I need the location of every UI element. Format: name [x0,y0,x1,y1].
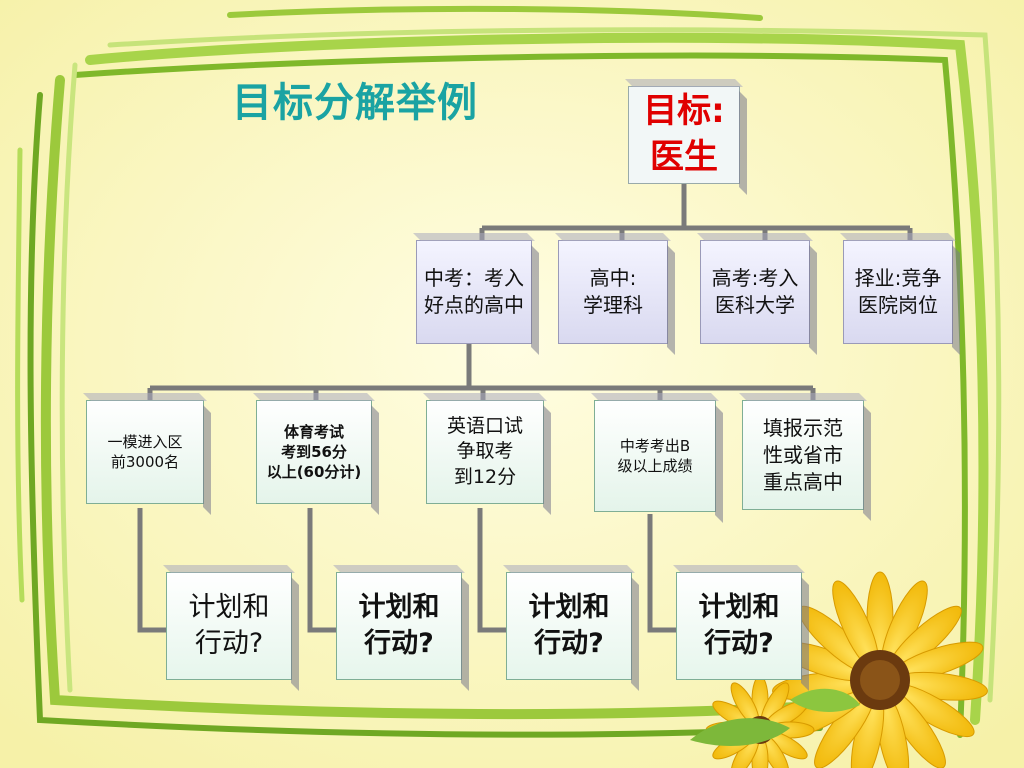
level2-box-yingyu: 英语口试争取考到12分 [426,400,544,504]
action-box-2: 计划和行动? [336,572,462,680]
level2-line2: 级以上成绩 [617,457,693,475]
page-title: 目标分解举例 [232,80,478,126]
action-line2: 行动? [194,628,264,659]
level2-line1: 体育考试 [283,422,344,441]
level2-box-zhongkao-b: 中考考出B 级以上成绩 [594,400,716,512]
level1-box-zeye: 择业:竞争医院岗位 [843,240,953,344]
level1-box-gaozhong: 高中: 学理科 [558,240,668,344]
goal-line2: 医生 [649,137,718,177]
action-line2: 行动? [364,628,434,659]
level2-box-tianbao: 填报示范性或省市重点高中 [742,400,864,510]
level1-line1: 高中: [589,266,637,290]
action-box-3: 计划和行动? [506,572,632,680]
level2-line3: 重点高中 [763,469,843,494]
level2-line1: 中考考出B [619,436,691,455]
level2-line2: 考到56分 [281,442,347,461]
level2-line1: 英语口试 [446,414,523,437]
level2-line1: 一模进入区 [107,432,183,451]
action-line2: 行动? [704,628,774,659]
level2-line3: 到12分 [453,465,517,488]
action-line2: 行动? [534,628,604,659]
action-line1: 计划和 [358,591,440,623]
level1-line2: 医院岗位 [858,293,938,317]
level1-line1: 高考:考入 [711,266,799,290]
level1-line2: 学理科 [583,293,643,317]
action-line1: 计划和 [188,591,270,623]
level1-line1: 择业:竞争 [854,266,942,290]
level2-box-tiyu: 体育考试考到56分以上(60分计) [256,400,372,504]
level1-box-zhongkao: 中考：考入好点的高中 [416,240,532,344]
level2-line2: 前3000名 [110,453,180,471]
level2-box-yimo: 一模进入区前3000名 [86,400,204,504]
action-box-1: 计划和行动? [166,572,292,680]
level1-box-gaokao: 高考:考入医科大学 [700,240,810,344]
level1-line2: 好点的高中 [424,293,524,317]
goal-box: 目标: 医生 [628,86,740,184]
level2-line2: 争取考 [456,440,514,463]
level2-line3: 以上(60分计) [266,463,362,482]
action-box-4: 计划和行动? [676,572,802,680]
action-line1: 计划和 [528,591,610,623]
action-line1: 计划和 [698,591,780,623]
level1-line2: 医科大学 [715,293,795,317]
level1-line1: 中考：考入 [424,266,524,290]
goal-line1: 目标: [643,91,725,132]
level2-line1: 填报示范 [763,415,843,440]
level2-line2: 性或省市 [763,442,843,467]
